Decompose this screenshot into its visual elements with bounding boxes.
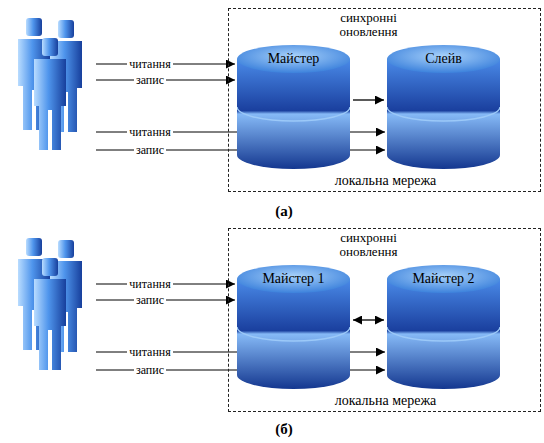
edge-label: синхронні оновлення: [332, 11, 406, 39]
database-name: Майстер: [268, 51, 320, 67]
cylinder-body: [237, 279, 350, 389]
cylinder-top: [237, 45, 350, 73]
arrow-label: читання: [127, 126, 173, 139]
cylinder-top: [387, 45, 500, 73]
arrow-label: запис: [134, 364, 166, 377]
arrow-label: читання: [127, 278, 173, 291]
database-cylinder: Майстер 2: [387, 265, 500, 389]
database-cylinder: Майстер: [237, 45, 350, 169]
arrow-label: читання: [127, 58, 173, 71]
panel-label: (а): [273, 203, 295, 220]
edge-label: синхронні оновлення: [332, 231, 406, 259]
region-label: локальна мережа: [335, 173, 437, 189]
users-icon: [18, 238, 82, 370]
region-label: локальна мережа: [335, 393, 437, 409]
sync-arrow: [353, 319, 384, 320]
database-cylinder: Слейв: [387, 45, 500, 169]
arrow-label: запис: [134, 144, 166, 157]
cylinder-band: [387, 107, 500, 121]
arrow-label: читання: [127, 346, 173, 359]
sync-arrow: [353, 99, 384, 100]
users-icon: [18, 18, 82, 150]
panel-label: (б): [273, 421, 295, 438]
database-name: Майстер 2: [412, 271, 474, 287]
cylinder-top: [387, 265, 500, 293]
cylinder-band: [237, 327, 350, 341]
arrow-label: запис: [134, 294, 166, 307]
cylinder-band: [387, 327, 500, 341]
cylinder-band: [237, 107, 350, 121]
cylinder-body: [387, 59, 500, 169]
database-name: Майстер 1: [262, 271, 324, 287]
cylinder-top: [237, 265, 350, 293]
database-cylinder: Майстер 1: [237, 265, 350, 389]
cylinder-body: [387, 279, 500, 389]
database-name: Слейв: [425, 51, 462, 67]
cylinder-body: [237, 59, 350, 169]
arrow-label: запис: [134, 74, 166, 87]
